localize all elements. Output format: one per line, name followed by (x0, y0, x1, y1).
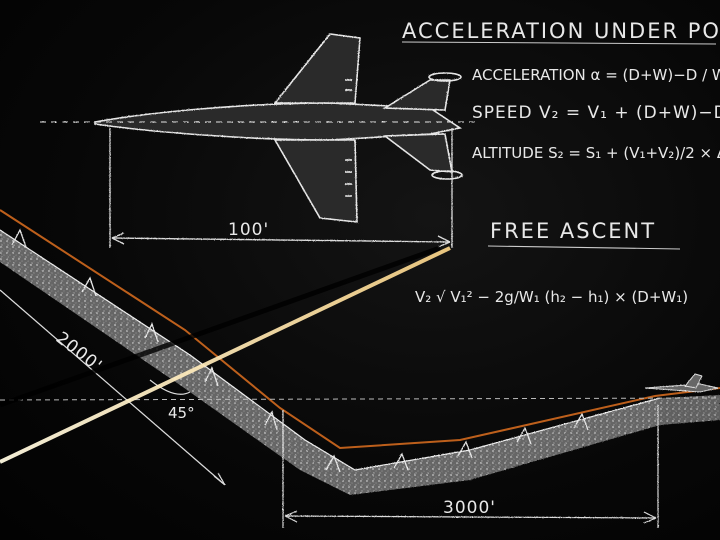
terrain (0, 228, 720, 495)
slope-dimension (0, 289, 226, 486)
pointer-beam (0, 246, 451, 464)
altitude-equation: ALTITUDE S₂ = S₁ + (V₁+V₂)/2 × Δ (472, 144, 720, 162)
runway-dimension (282, 405, 659, 528)
angle-arc (149, 379, 191, 395)
speed-equation: SPEED V₂ = V₁ + (D+W)−D / W × Δ (472, 103, 720, 123)
reference-line (0, 397, 720, 401)
wingspan-dimension (109, 128, 453, 248)
wingspan-label: 100' (228, 220, 269, 240)
ascent-equation: V₂ √ V₁² − 2g/W₁ (h₂ − h₁) × (D+W₁) (415, 288, 688, 306)
free-ascent-heading: FREE ASCENT (490, 219, 656, 243)
runway-length-label: 3000' (443, 498, 496, 518)
board-title: ACCELERATION UNDER POW (402, 19, 720, 43)
trajectory-line (0, 209, 720, 450)
ramp-angle-label: 45° (168, 404, 195, 422)
aircraft-sketch (40, 33, 480, 223)
acceleration-equation: ACCELERATION α = (D+W)−D / W × (472, 66, 720, 84)
pointer-shadow (0, 245, 441, 408)
small-aircraft (644, 373, 719, 393)
